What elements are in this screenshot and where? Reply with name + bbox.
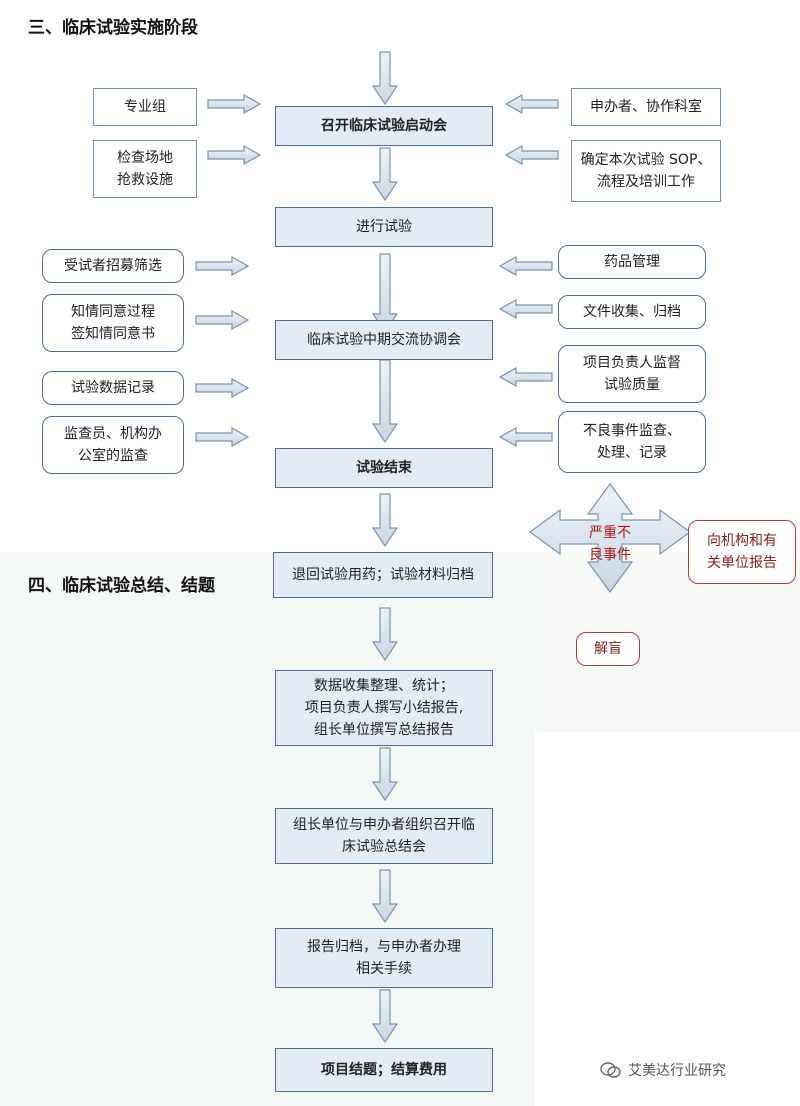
input-recruitment: 受试者招募筛选 xyxy=(42,249,184,283)
left-arrow-sop xyxy=(504,144,559,166)
input-adverse-monitoring: 不良事件监查、 处理、记录 xyxy=(558,411,706,473)
input-site-check: 检查场地 抢救设施 xyxy=(93,140,197,198)
down-arrow-7 xyxy=(371,747,399,802)
step-midterm-meeting: 临床试验中期交流协调会 xyxy=(275,320,493,360)
step-summary-meeting: 组长单位与申办者组织召开临 床试验总结会 xyxy=(275,808,493,864)
input-drug-management: 药品管理 xyxy=(558,245,706,279)
input-data-record: 试验数据记录 xyxy=(42,371,184,405)
right-arrow-expert xyxy=(207,93,262,115)
right-arrow-recruit xyxy=(195,255,250,277)
sae-unblind-box: 解盲 xyxy=(576,632,640,666)
down-arrow-9 xyxy=(371,989,399,1044)
left-arrow-doc xyxy=(498,298,553,320)
right-arrow-monitor xyxy=(195,426,250,448)
step-return-drugs: 退回试验用药；试验材料归档 xyxy=(273,552,493,598)
phase4-heading: 四、临床试验总结、结题 xyxy=(28,576,215,596)
step-conduct-trial: 进行试验 xyxy=(275,207,493,247)
left-arrow-adverse xyxy=(498,426,553,448)
input-expert-group: 专业组 xyxy=(93,88,197,126)
down-arrow-2 xyxy=(371,147,399,202)
sae-report-box: 向机构和有 关单位报告 xyxy=(688,520,796,584)
step-data-processing: 数据收集整理、统计； 项目负责人撰写小结报告, 组长单位撰写总结报告 xyxy=(275,670,493,746)
left-arrow-pi xyxy=(498,366,553,388)
sae-label: 严重不 良事件 xyxy=(589,525,631,563)
input-sop: 确定本次试验 SOP、 流程及培训工作 xyxy=(571,140,721,202)
input-monitoring: 监查员、机构办 公室的监查 xyxy=(42,416,184,474)
down-arrow-5 xyxy=(371,493,399,548)
down-arrow-1 xyxy=(371,51,399,106)
sae-cross-arrow xyxy=(528,482,692,594)
step-report-archive: 报告归档，与申办者办理 相关手续 xyxy=(275,928,493,988)
input-document-collection: 文件收集、归档 xyxy=(558,295,706,329)
step-project-closure: 项目结题；结算费用 xyxy=(275,1048,493,1092)
right-arrow-consent xyxy=(195,309,250,331)
watermark-text: 艾美达行业研究 xyxy=(628,1063,726,1079)
down-arrow-4 xyxy=(371,359,399,444)
down-arrow-8 xyxy=(371,869,399,924)
step-trial-end: 试验结束 xyxy=(275,448,493,488)
right-arrow-site xyxy=(207,144,262,166)
left-arrow-drug xyxy=(498,255,553,277)
input-informed-consent: 知情同意过程 签知情同意书 xyxy=(42,294,184,352)
right-arrow-data xyxy=(195,377,250,399)
left-arrow-sponsor xyxy=(504,93,559,115)
watermark: 艾美达行业研究 xyxy=(600,1060,726,1080)
down-arrow-6 xyxy=(371,607,399,662)
wechat-icon xyxy=(600,1062,621,1078)
step-kickoff-meeting: 召开临床试验启动会 xyxy=(275,106,493,146)
input-sponsor: 申办者、协作科室 xyxy=(571,88,721,126)
input-pi-supervision: 项目负责人监督 试验质量 xyxy=(558,345,706,403)
phase3-heading: 三、临床试验实施阶段 xyxy=(28,18,198,38)
